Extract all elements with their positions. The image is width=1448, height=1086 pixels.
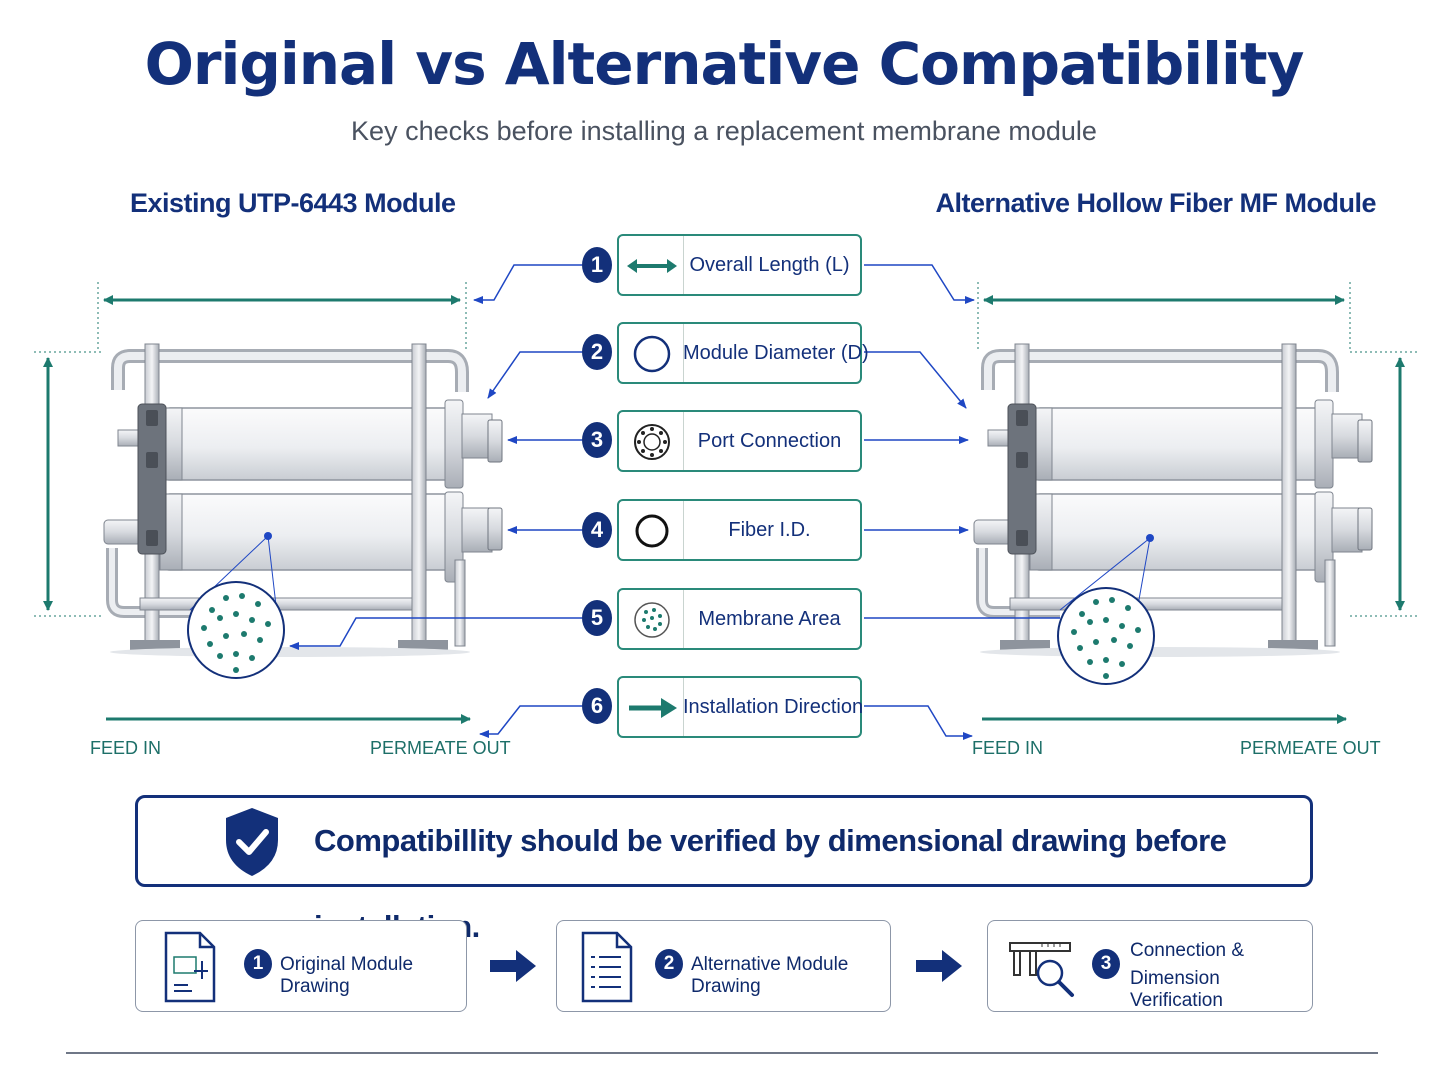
flange-icon (619, 412, 684, 470)
check-label-installation-direction: Installation Direction (683, 696, 864, 718)
right-module-illustration (974, 282, 1418, 724)
existing-module-heading: Existing UTP-6443 Module (130, 188, 456, 218)
dotted-circle-icon (619, 590, 684, 648)
arrow-right-icon (619, 678, 684, 736)
check-label-fiber-id: Fiber I.D. (728, 519, 811, 541)
alternative-module-heading: Alternative Hollow Fiber MF Module (935, 188, 1376, 218)
check-label-membrane-area: Membrane Area (698, 608, 841, 630)
step-original-drawing: 1 Original Module Drawing (135, 920, 467, 1012)
fiber-dots-right (1071, 597, 1141, 679)
footer-divider (66, 1052, 1378, 1054)
arrow-right-icon (916, 950, 962, 982)
left-connectors (289, 264, 582, 738)
left-feed-in-label: FEED IN (90, 738, 162, 758)
check-number-5: 5 (582, 600, 612, 636)
check-label-port-connection: Port Connection (697, 430, 842, 452)
step-label-connection: Connection & (1130, 940, 1245, 961)
double-arrow-icon (619, 236, 684, 294)
check-card-module-diameter: Module Diameter (D) (617, 322, 869, 384)
right-permeate-out-label: PERMEATE OUT (1240, 738, 1381, 758)
right-feed-in-label: FEED IN (972, 738, 1044, 758)
left-permeate-out-label: PERMEATE OUT (370, 738, 511, 758)
check-card-installation-direction: Installation Direction (617, 676, 864, 738)
fiber-ring-icon (619, 501, 684, 559)
step-number-2: 2 (655, 949, 683, 979)
step-label-original-drawing: Original Module Drawing (280, 954, 414, 997)
step-number-3: 3 (1092, 949, 1120, 979)
left-module-illustration (34, 282, 502, 724)
right-connectors (864, 264, 1060, 740)
check-number-4: 4 (582, 512, 612, 548)
check-card-membrane-area: Membrane Area (617, 588, 862, 650)
module-comparison-diagram (34, 264, 1418, 740)
step-label-dimension-verification: Dimension Verification (1130, 968, 1223, 1011)
check-card-overall-length: Overall Length (L) (617, 234, 862, 296)
check-card-port-connection: Port Connection (617, 410, 862, 472)
document-drawing-icon (164, 931, 216, 1003)
step-connection-verification: 3 Connection & Dimension Verification (987, 920, 1313, 1012)
check-label-module-diameter: Module Diameter (D) (683, 342, 869, 364)
arrow-right-icon (490, 950, 536, 982)
banner-message: Compatibillity should be verified by dim… (314, 823, 1227, 944)
check-number-2: 2 (582, 334, 612, 370)
caliper-magnifier-icon (1009, 942, 1074, 997)
check-card-fiber-id: Fiber I.D. (617, 499, 862, 561)
step-label-alternative-drawing: Alternative Module Drawing (691, 954, 849, 997)
step-alternative-drawing: 2 Alternative Module Drawing (556, 920, 891, 1012)
ring-icon (619, 324, 684, 382)
shield-check-icon (226, 808, 278, 876)
step-number-1: 1 (244, 949, 272, 979)
verification-banner: Compatibillity should be verified by dim… (135, 795, 1313, 944)
document-list-icon (581, 931, 633, 1003)
page-title: Original vs Alternative Compatibility (144, 30, 1305, 98)
page-subtitle: Key checks before installing a replaceme… (351, 116, 1097, 146)
check-number-1: 1 (582, 247, 612, 283)
check-number-6: 6 (582, 688, 612, 724)
check-label-overall-length: Overall Length (L) (689, 254, 850, 276)
check-number-3: 3 (582, 422, 612, 458)
fiber-dots-left (201, 593, 271, 673)
